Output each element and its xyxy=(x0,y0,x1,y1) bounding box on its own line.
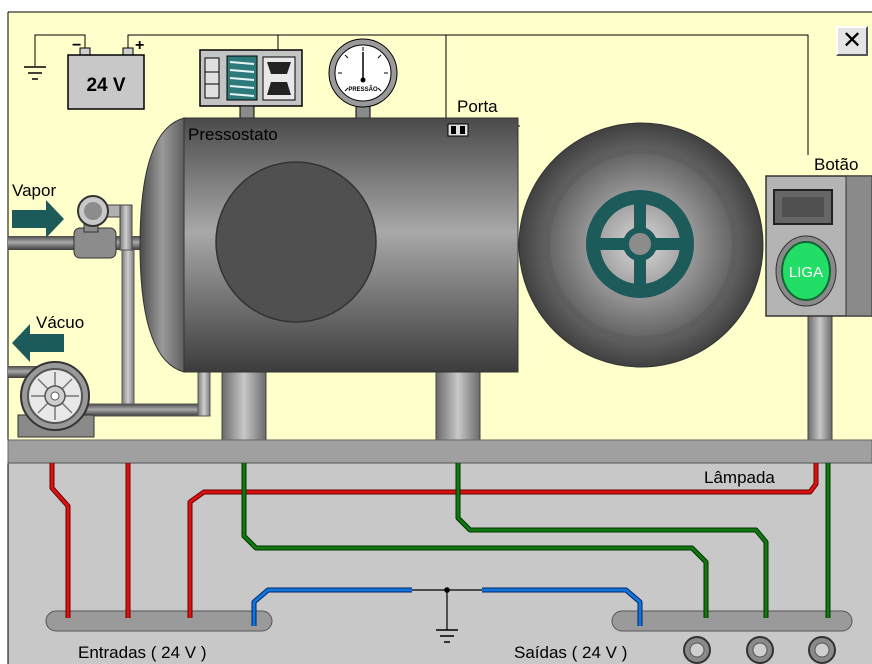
door-wheel-icon[interactable] xyxy=(586,190,694,298)
ground-symbol-top xyxy=(24,66,46,80)
autoclave-tank xyxy=(139,117,519,373)
vacuum-pump xyxy=(17,361,95,438)
pressostato-device xyxy=(199,49,303,119)
input-bus-bar xyxy=(45,610,273,632)
gauge-label: PRESSÃO xyxy=(348,86,378,93)
vacuum-pipe-horizontal xyxy=(79,403,211,417)
battery-voltage: 24 V xyxy=(86,75,125,96)
pressostato-mid-button[interactable] xyxy=(204,71,220,85)
close-button[interactable]: ✕ xyxy=(836,26,868,56)
vapor-pipe xyxy=(8,195,150,259)
liga-button-label: LIGA xyxy=(789,264,823,281)
ground-wire xyxy=(412,587,482,630)
pressostato-up-button[interactable] xyxy=(204,57,220,73)
saidas-label: Saídas ( 24 V ) xyxy=(514,643,627,662)
wires-blue xyxy=(251,587,643,626)
base-slab xyxy=(7,439,872,464)
porta-label: Porta xyxy=(457,97,498,116)
wires-green xyxy=(241,463,831,618)
vacuum-pipe-vertical xyxy=(121,249,135,417)
door-sensor-icon xyxy=(447,123,469,137)
vacuo-label: Vácuo xyxy=(36,313,84,332)
output-bus-bar xyxy=(611,610,853,632)
liga-button[interactable]: LIGA xyxy=(775,235,837,307)
ground-symbol-bottom xyxy=(436,629,458,643)
battery: 24 V − + xyxy=(67,37,145,110)
tank-hatch xyxy=(215,161,377,323)
battery-minus: − xyxy=(72,37,81,54)
botao-label: Botão xyxy=(814,155,858,174)
button-panel-pole xyxy=(807,315,833,441)
output-terminal-1[interactable] xyxy=(683,636,711,664)
battery-plus: + xyxy=(135,37,144,54)
output-terminal-3[interactable] xyxy=(808,636,836,664)
output-terminal-2[interactable] xyxy=(746,636,774,664)
entradas-label: Entradas ( 24 V ) xyxy=(78,643,207,662)
vapor-arrow-icon xyxy=(12,200,64,238)
wires-red xyxy=(49,463,819,618)
vacuum-pipe-riser xyxy=(197,369,211,417)
pressure-gauge: PRESSÃO xyxy=(328,38,398,119)
lampada-label: Lâmpada xyxy=(704,468,775,487)
vapor-label: Vapor xyxy=(12,181,56,200)
pressostato-label: Pressostato xyxy=(188,125,278,144)
pressostato-down-button[interactable] xyxy=(204,83,220,99)
vacuo-arrow-icon xyxy=(12,324,64,362)
